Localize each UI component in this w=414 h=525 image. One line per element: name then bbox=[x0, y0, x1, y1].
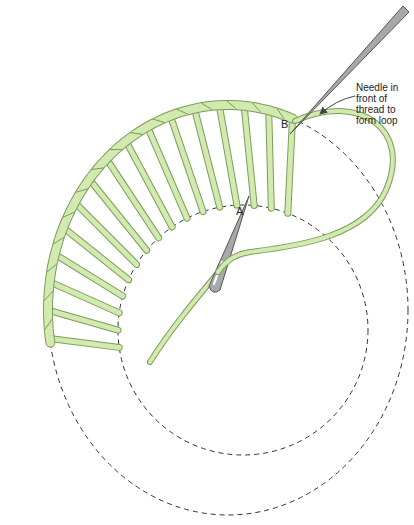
stitch-spoke bbox=[269, 110, 272, 208]
stitch-outline bbox=[55, 254, 123, 296]
stitch-spoke bbox=[89, 179, 146, 250]
stitch-spoke bbox=[107, 159, 159, 238]
rope-twist bbox=[47, 264, 57, 272]
rope-twist bbox=[53, 237, 64, 244]
stitch-spoke bbox=[55, 254, 123, 296]
stitch-spoke bbox=[48, 310, 118, 330]
stitch-outline bbox=[89, 179, 146, 250]
thread-loop-outline bbox=[218, 111, 393, 272]
rope-twist bbox=[277, 109, 284, 120]
stitch-outline bbox=[219, 105, 237, 205]
stitch-outline bbox=[269, 110, 272, 208]
leader-line bbox=[320, 96, 355, 114]
buttonhole-stitches bbox=[44, 101, 292, 348]
stitch-outline bbox=[195, 109, 220, 208]
callout-note: Needle in front of thread to form loop bbox=[356, 82, 410, 126]
rope-edge bbox=[48, 105, 293, 343]
stitch-outline bbox=[50, 339, 119, 348]
stitch-spoke bbox=[126, 141, 172, 227]
stitch-spoke bbox=[244, 106, 254, 206]
stitch-spoke bbox=[50, 339, 119, 348]
rope-twist bbox=[252, 103, 261, 113]
stitch-outline bbox=[244, 106, 254, 206]
rope-twist bbox=[130, 133, 143, 135]
rope-twist bbox=[76, 189, 88, 193]
rope-twist bbox=[44, 291, 53, 301]
rope-twist bbox=[177, 109, 189, 114]
rope-twist bbox=[91, 168, 104, 170]
point-label: B bbox=[281, 118, 288, 130]
inner-guide-circle bbox=[118, 205, 368, 455]
point-label: A bbox=[236, 205, 243, 217]
stitch-outline bbox=[107, 159, 159, 238]
needle-b bbox=[290, 6, 409, 134]
rope-twist bbox=[45, 319, 52, 330]
stitch-spoke bbox=[195, 109, 220, 208]
stitch-outline bbox=[126, 141, 172, 227]
stitch-spoke bbox=[63, 228, 128, 280]
stitch-outline bbox=[75, 202, 137, 264]
rope-twist bbox=[63, 212, 75, 217]
needle-a bbox=[209, 196, 249, 292]
rope-twist bbox=[227, 101, 237, 109]
rope-twist bbox=[110, 149, 123, 150]
thread-loop bbox=[218, 111, 393, 272]
rope-twist bbox=[153, 119, 165, 123]
stitch-outline bbox=[48, 310, 118, 330]
outer-guide-circle bbox=[48, 105, 408, 515]
rope-outline bbox=[48, 105, 293, 343]
stitch-spoke bbox=[75, 202, 137, 264]
rope-twist bbox=[201, 103, 212, 110]
stitch-outline bbox=[63, 228, 128, 280]
stitch-spoke bbox=[219, 105, 237, 205]
